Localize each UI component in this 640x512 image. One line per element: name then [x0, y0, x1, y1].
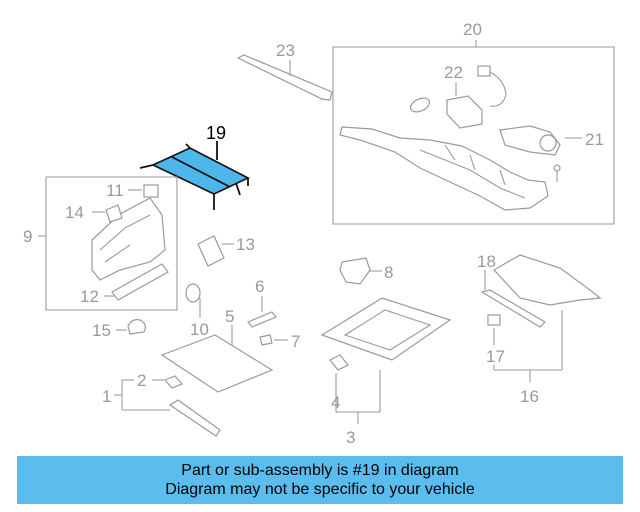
part-16-group: 18 17 16 [477, 252, 602, 406]
part-20-group: 20 22 21 [332, 20, 615, 225]
part-13: 13 [197, 235, 255, 267]
part-19-highlighted: 19 [139, 123, 250, 210]
part-23-strip: 23 [236, 41, 333, 101]
callout-14: 14 [65, 203, 84, 222]
callout-10: 10 [190, 320, 209, 339]
callout-17: 17 [486, 347, 505, 366]
part-10: 10 [185, 283, 209, 339]
callout-16: 16 [520, 387, 539, 406]
callout-5: 5 [225, 307, 234, 326]
banner-line-1: Part or sub-assembly is #19 in diagram [181, 462, 459, 479]
callout-6: 6 [255, 277, 264, 296]
part-5: 5 [225, 307, 234, 345]
callout-22: 22 [444, 63, 463, 82]
part-7: 7 [259, 332, 300, 351]
callout-20: 20 [463, 20, 482, 39]
callout-2: 2 [137, 371, 146, 390]
callout-1: 1 [102, 387, 111, 406]
banner-line-2: Diagram may not be specific to your vehi… [165, 481, 475, 498]
callout-11: 11 [106, 181, 124, 200]
part-3-group: 4 3 [320, 297, 452, 447]
callout-12: 12 [80, 287, 99, 306]
part-1-group: 1 2 [102, 334, 274, 437]
diagram-notice-banner: Part or sub-assembly is #19 in diagram D… [17, 456, 623, 504]
callout-23: 23 [276, 41, 295, 60]
callout-15: 15 [92, 321, 111, 340]
callout-18: 18 [477, 252, 496, 271]
part-6: 6 [247, 277, 277, 328]
part-15: 15 [92, 319, 146, 340]
callout-3: 3 [346, 428, 355, 447]
parts-diagram: 23 20 22 21 19 [23, 20, 615, 447]
part-8: 8 [339, 257, 393, 285]
callout-9: 9 [23, 227, 32, 246]
callout-13: 13 [236, 235, 255, 254]
part-9-group: 9 11 14 12 [23, 176, 178, 311]
callout-4: 4 [331, 393, 340, 412]
callout-19: 19 [206, 123, 226, 143]
callout-21: 21 [585, 130, 604, 149]
callout-7: 7 [291, 332, 300, 351]
callout-8: 8 [384, 263, 393, 282]
